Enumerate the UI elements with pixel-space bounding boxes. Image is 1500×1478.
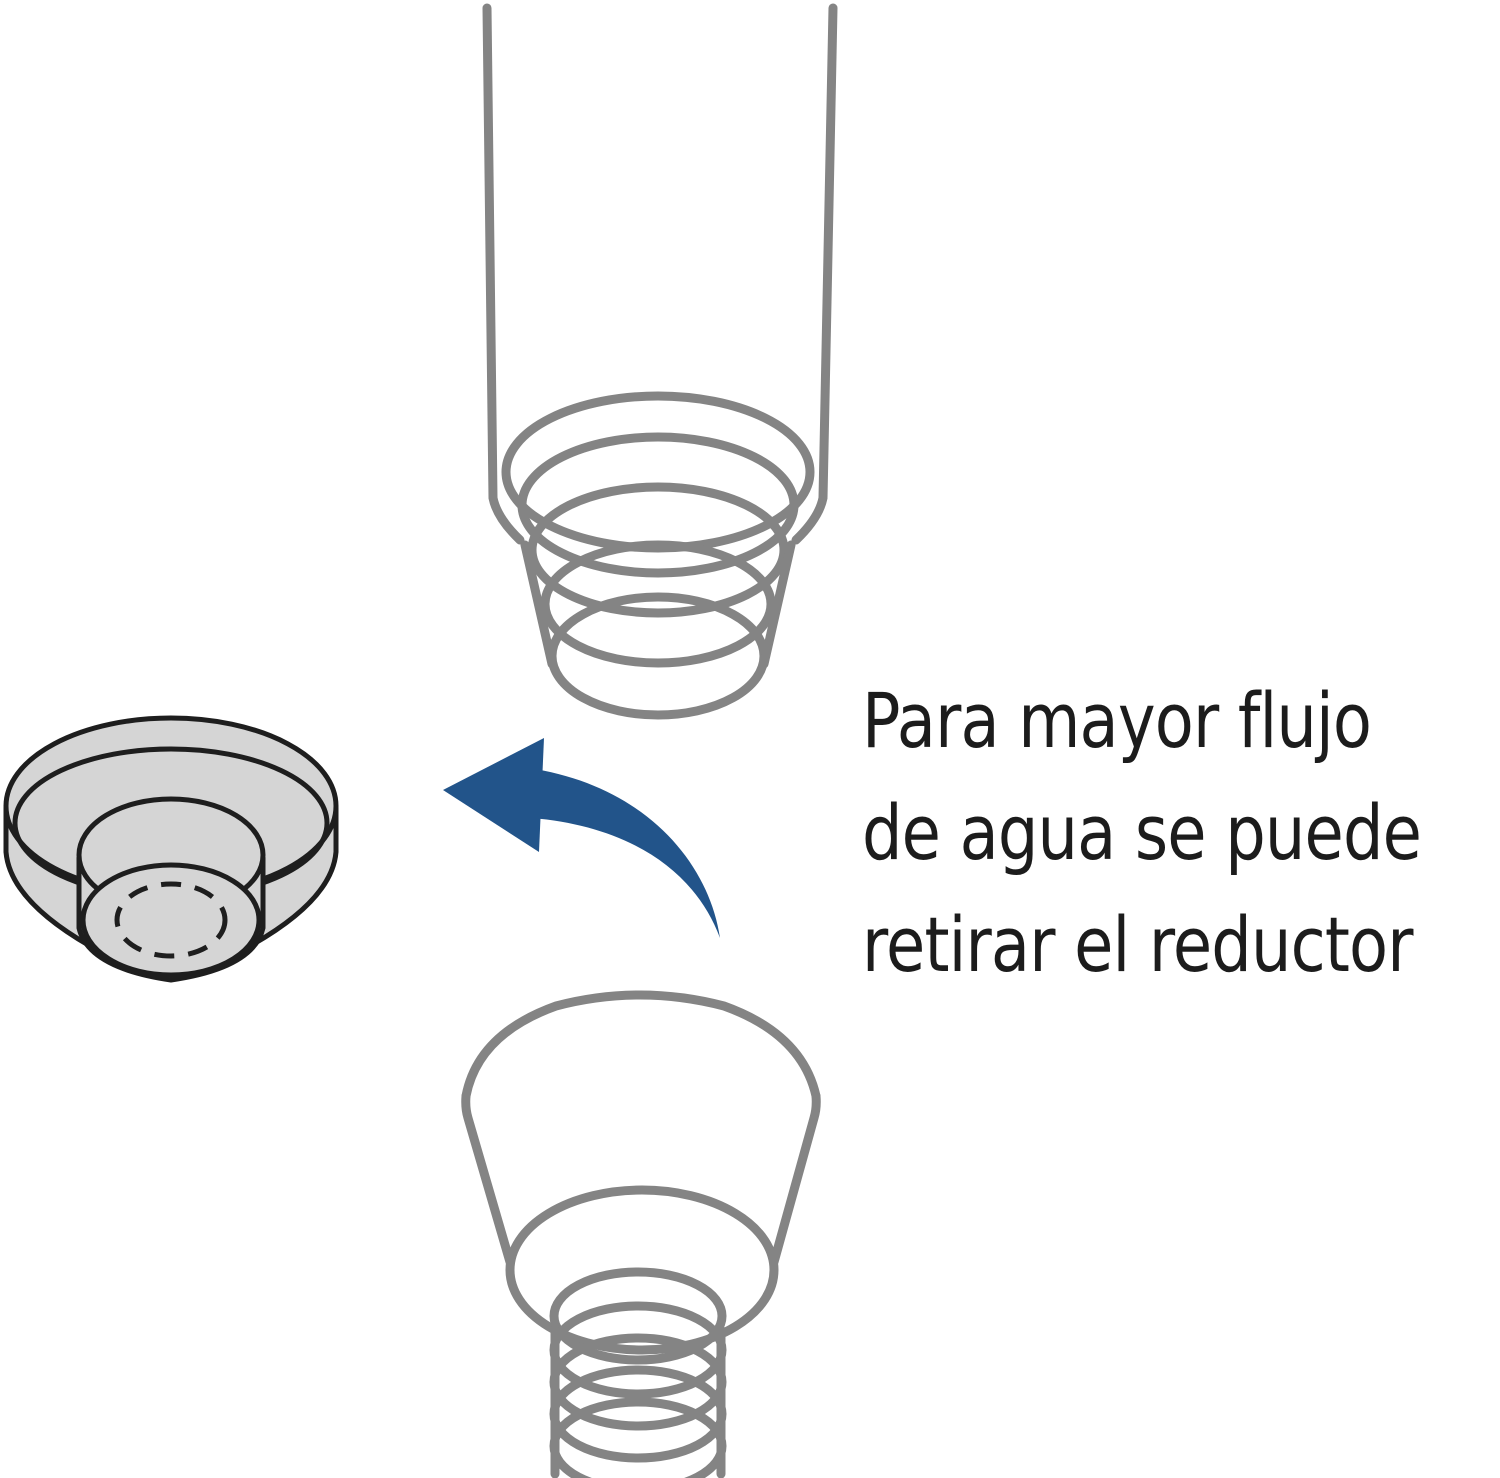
- instruction-caption: Para mayor flujo de agua se puede retira…: [862, 665, 1492, 1001]
- hose-cone-top: [461, 990, 821, 1101]
- spout-body: [482, 3, 838, 545]
- spout-outlet-taper: [520, 540, 796, 669]
- caption-line-3: retirar el reductor: [862, 900, 1414, 989]
- flow-reducer-icon: [3, 715, 339, 983]
- arrow-shaft: [528, 768, 720, 938]
- caption-line-2: de agua se puede: [862, 788, 1422, 877]
- caption-line-1: Para mayor flujo: [862, 676, 1372, 765]
- hose-cone-sides: [461, 1091, 821, 1267]
- hose-sides: [550, 1325, 726, 1478]
- shower-hose-icon: [461, 990, 821, 1478]
- hose-coil: [549, 1267, 727, 1365]
- spout-thread-ring: [501, 391, 815, 553]
- reducer-dashed-screen: [114, 881, 228, 959]
- curved-arrow-icon: [443, 738, 720, 938]
- spout-thread-ring: [540, 540, 776, 668]
- hose-collar: [505, 1185, 779, 1355]
- spout-thread-ring: [527, 482, 789, 618]
- arrow-head: [443, 738, 544, 852]
- spout-thread-ring: [517, 432, 799, 578]
- faucet-spout-icon: [482, 3, 838, 720]
- reducer-outlet-face: [80, 862, 262, 978]
- hose-coil: [549, 1397, 727, 1478]
